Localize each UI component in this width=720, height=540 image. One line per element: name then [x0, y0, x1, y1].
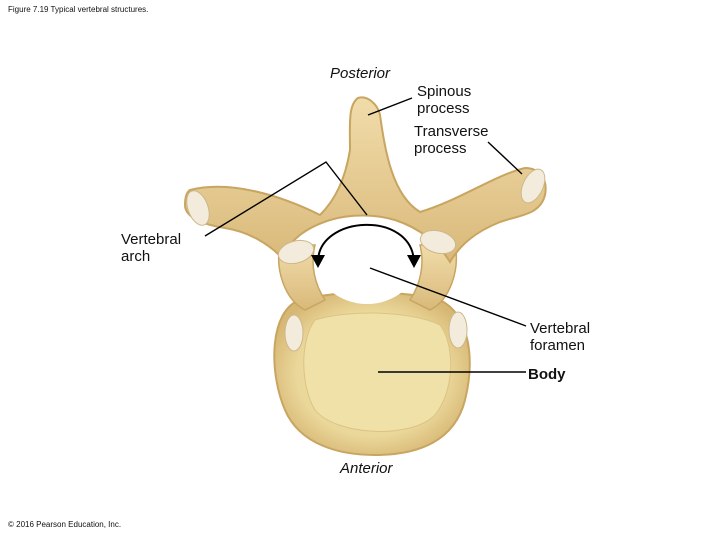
body-surface — [303, 312, 452, 432]
vertebral-arch-label: Vertebral arch — [121, 231, 182, 265]
body-label: Body — [528, 366, 566, 383]
anterior-label: Anterior — [340, 460, 393, 477]
vertebral-foramen-label: Vertebral foramen — [530, 320, 591, 354]
vertebral-foramen-leader — [369, 267, 527, 327]
arch-arrowhead-left — [311, 255, 325, 268]
right-body-facet — [448, 311, 468, 349]
right-articular-facet — [419, 229, 457, 255]
transverse-process-label: Transverse process — [414, 123, 489, 157]
right-transverse-facet — [520, 168, 546, 204]
arch-curved-arrow — [317, 223, 415, 263]
left-body-facet — [284, 314, 304, 352]
copyright-notice: © 2016 Pearson Education, Inc. — [8, 520, 122, 529]
vertebral-arch-leader — [204, 161, 368, 237]
posterior-label: Posterior — [330, 65, 391, 82]
right-pedicle — [408, 244, 457, 311]
left-transverse-facet — [186, 190, 210, 226]
spinous-process-leader — [367, 97, 413, 116]
figure-caption: Figure 7.19 Typical vertebral structures… — [8, 5, 149, 14]
transverse-process-leader — [487, 141, 523, 175]
vertebral-foramen — [317, 220, 417, 304]
vertebral-arch — [183, 96, 547, 264]
spinous-process-label: Spinous process — [417, 83, 472, 117]
arch-arrowhead-right — [407, 255, 421, 268]
left-articular-facet — [277, 239, 315, 265]
